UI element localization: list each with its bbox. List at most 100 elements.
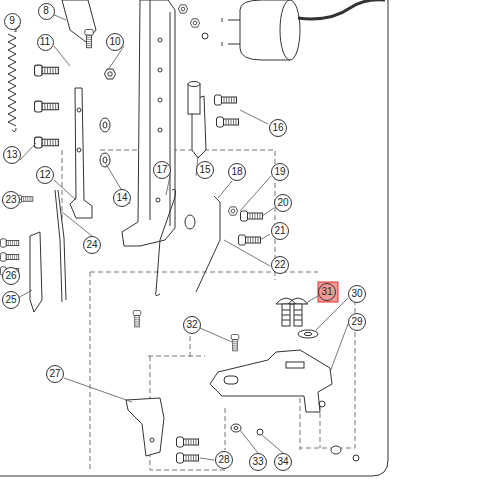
drawing-part xyxy=(286,362,304,368)
callout-number: 11 xyxy=(37,34,54,51)
callout-number: 17 xyxy=(153,161,171,179)
callout-text: 12 xyxy=(39,170,50,180)
callout-text: 18 xyxy=(231,167,242,177)
drawing-part xyxy=(85,29,93,47)
motor xyxy=(222,0,385,60)
callout-text: 10 xyxy=(109,37,120,47)
drawing-part xyxy=(77,108,81,112)
callout-text: 9 xyxy=(9,16,15,26)
callout-number: 15 xyxy=(196,161,214,179)
bar xyxy=(70,88,92,218)
callout-number: 25 xyxy=(2,291,20,309)
callout-number: 33 xyxy=(249,453,267,471)
drawing-part xyxy=(158,68,162,72)
drawing-part xyxy=(353,455,359,461)
drawing-part xyxy=(319,401,325,407)
callout-text: 32 xyxy=(186,320,197,330)
drawing-part xyxy=(257,429,263,435)
drawing-part xyxy=(35,65,59,76)
callout-number: 28 xyxy=(215,451,233,469)
drawing-part xyxy=(239,235,261,245)
callout-number: 29 xyxy=(348,313,366,331)
callout-number: 8 xyxy=(38,3,55,20)
drawing-part xyxy=(188,84,200,114)
drawing-part xyxy=(228,207,237,215)
callout-text: 29 xyxy=(351,317,362,327)
drawing-part xyxy=(224,376,238,384)
callout-number: 9 xyxy=(4,13,21,30)
callout-text: 8 xyxy=(43,6,49,16)
drawing-part xyxy=(100,118,110,132)
drawing-part xyxy=(177,453,199,463)
drawing-part xyxy=(217,117,239,127)
callout-text: 13 xyxy=(6,150,17,160)
drawing-part xyxy=(103,122,107,128)
callout-text: 23 xyxy=(5,195,16,205)
lever xyxy=(30,232,42,312)
callout-number: 34 xyxy=(274,453,292,471)
callout-number: 23 xyxy=(2,191,20,209)
callout-number: 13 xyxy=(3,146,21,164)
callout-number: 20 xyxy=(274,194,292,212)
bracket xyxy=(126,398,164,456)
leader-line xyxy=(14,14,348,460)
callout-number: 31 xyxy=(318,283,336,301)
pin-bracket xyxy=(188,82,206,159)
callout-number: 26 xyxy=(2,267,20,285)
drawing-part xyxy=(298,330,318,338)
drawing-part xyxy=(234,427,238,430)
drawing-part xyxy=(231,424,241,432)
drawing-part xyxy=(177,437,199,447)
callout-text: 17 xyxy=(156,165,167,175)
spring-wire xyxy=(196,196,220,292)
drawing-part xyxy=(150,438,154,442)
callout-text: 16 xyxy=(272,123,283,133)
lever xyxy=(55,190,66,302)
callout-text: 21 xyxy=(274,226,285,236)
callout-text: 22 xyxy=(274,260,285,270)
callout-number: 16 xyxy=(269,119,287,137)
drawing-part xyxy=(158,98,162,102)
drawing-part xyxy=(0,253,18,261)
assembly-line xyxy=(62,150,355,470)
drawing-part xyxy=(298,0,385,19)
callout-text: 19 xyxy=(274,167,285,177)
drawing-part xyxy=(133,310,141,327)
callout-text: 31 xyxy=(321,287,332,297)
drawing-part xyxy=(215,95,237,105)
callout-text: 27 xyxy=(49,369,60,379)
drawing-part xyxy=(158,38,162,42)
callout-number: 10 xyxy=(106,33,124,51)
callout-text: 33 xyxy=(252,457,263,467)
drawing-part xyxy=(190,19,199,27)
drawing-part xyxy=(156,198,160,202)
drawing-part xyxy=(202,33,208,39)
plate xyxy=(210,350,332,412)
spring-wire xyxy=(156,189,176,295)
drawing-part xyxy=(276,298,308,304)
drawing-part xyxy=(35,101,59,112)
frame-border xyxy=(0,0,388,476)
drawing-part xyxy=(280,0,300,60)
drawing-part xyxy=(103,157,107,163)
highlight-box xyxy=(318,282,338,302)
callout-number: 24 xyxy=(83,236,101,254)
main-plate xyxy=(122,0,175,246)
drawing-part xyxy=(0,239,18,247)
drawing-part xyxy=(241,211,263,221)
drawing-part xyxy=(178,5,187,13)
callout-text: 28 xyxy=(218,455,229,465)
callout-number: 14 xyxy=(113,189,131,207)
callout-number: 18 xyxy=(228,163,246,181)
callout-text: 25 xyxy=(5,295,16,305)
drawing-part xyxy=(231,334,239,351)
drawing-part xyxy=(158,128,162,132)
drawing-part xyxy=(222,18,240,46)
drawing-part xyxy=(77,148,81,152)
drawing-part xyxy=(185,215,195,229)
drawing-part xyxy=(100,153,110,167)
spring xyxy=(8,34,16,126)
callout-text: 20 xyxy=(277,198,288,208)
drawing-part xyxy=(0,0,388,476)
